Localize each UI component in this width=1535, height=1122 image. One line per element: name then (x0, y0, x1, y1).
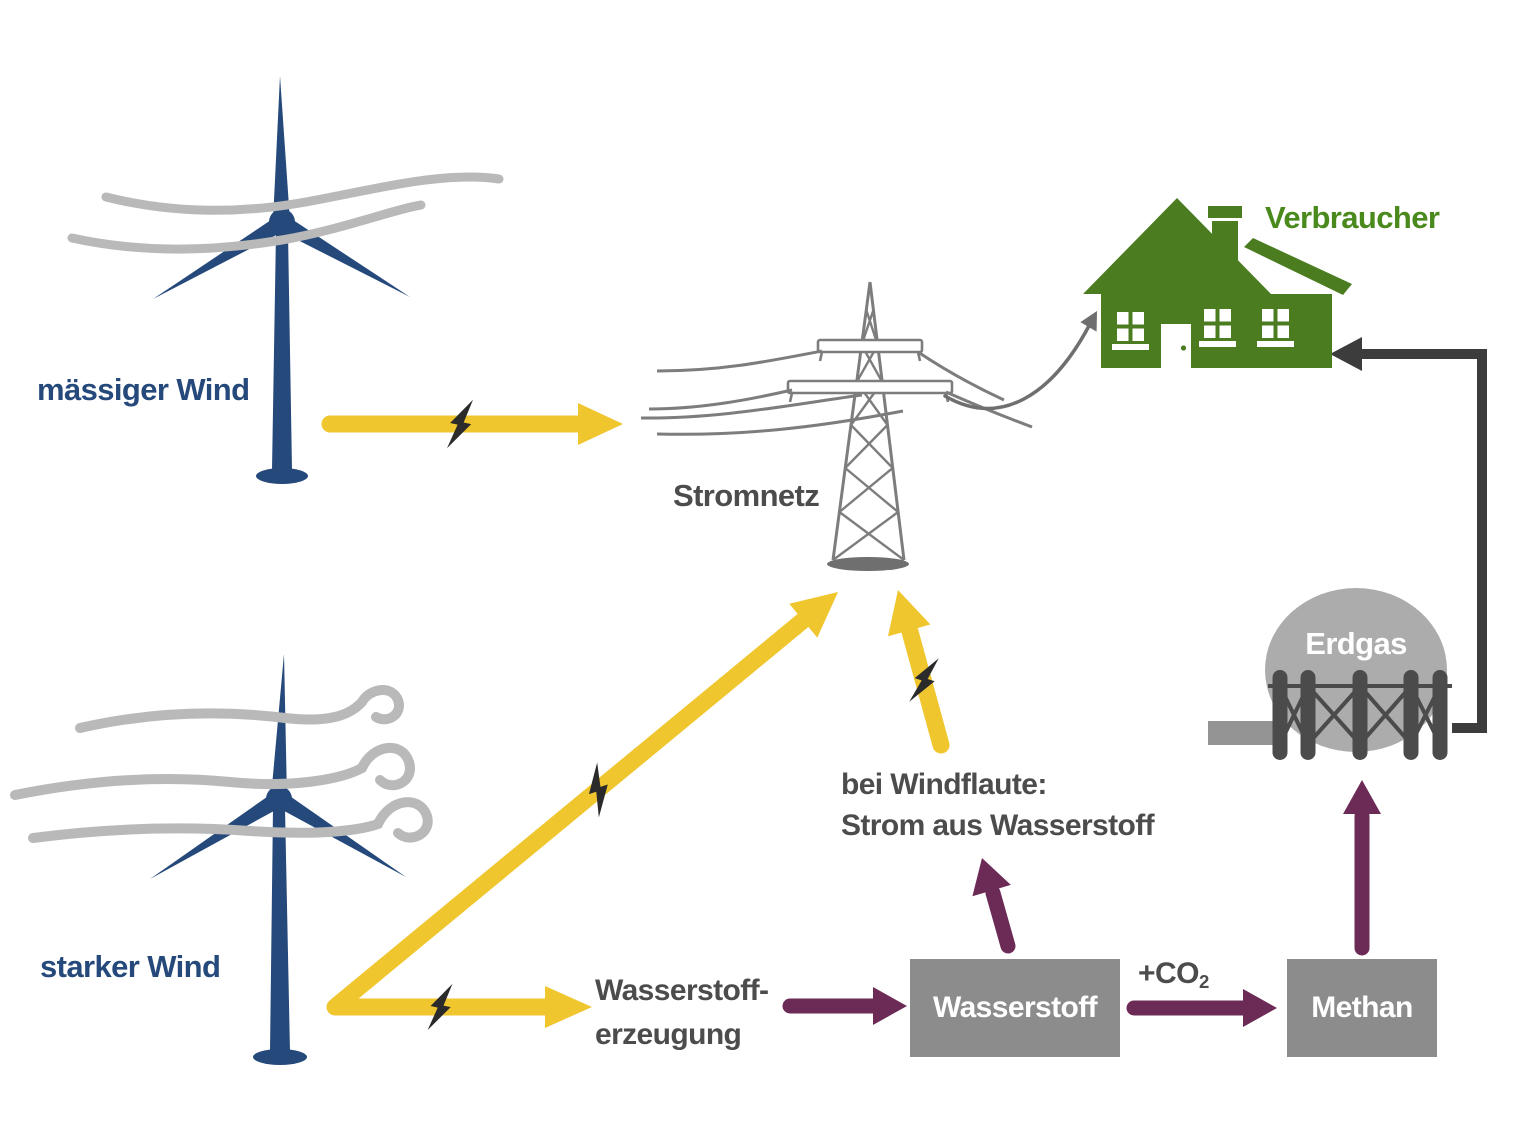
moderate-wind-to-grid-arrow (321, 403, 623, 445)
co2-subscript: 2 (1199, 971, 1209, 993)
power-pylon-icon (786, 281, 954, 571)
wind-streaks-icon (10, 685, 433, 843)
strong-wind-to-grid-arrow (326, 592, 838, 1028)
wind-lull-line1: bei Windflaute: (841, 768, 1047, 801)
lightning-bolt-icon (588, 762, 608, 818)
gas-to-house-arrow (1330, 337, 1487, 733)
h2-production-line2: erzeugung (595, 1018, 742, 1051)
grid-to-house-arrow (943, 311, 1097, 411)
strong-wind-label: starker Wind (40, 949, 221, 984)
methane-to-tank-arrow (1343, 780, 1381, 956)
consumer-label: Verbraucher (1265, 200, 1440, 235)
moderate-wind-label: mässiger Wind (37, 372, 250, 407)
co2-label: +CO2 (1138, 957, 1209, 993)
wind-lull-label: bei Windflaute: Strom aus Wasserstoff (841, 764, 1155, 846)
power-lines-icon (640, 349, 1033, 436)
lightning-bolt-icon (427, 983, 453, 1031)
wind-streaks-icon (67, 172, 504, 254)
grid-label: Stromnetz (673, 478, 820, 513)
house-door (1161, 324, 1191, 368)
methane-box: Methan (1287, 959, 1437, 1057)
hydrogen-box-label: Wasserstoff (933, 991, 1098, 1024)
co2-main-text: +CO (1138, 957, 1200, 990)
hydrogen-box: Wasserstoff (910, 959, 1120, 1057)
gas-storage-label: Erdgas (1305, 626, 1407, 661)
hydrogen-to-methane-arrow (1126, 989, 1277, 1027)
hydrogen-to-power-arrow (972, 858, 1016, 954)
lightning-bolt-icon (909, 658, 939, 702)
wind-lull-line2: Strom aus Wasserstoff (841, 809, 1155, 842)
methane-box-label: Methan (1311, 991, 1413, 1024)
production-to-hydrogen-arrow (782, 987, 907, 1025)
h2-production-line1: Wasserstoff- (595, 974, 769, 1007)
h2-production-label: Wasserstoff- erzeugung (595, 969, 769, 1057)
lightning-bolt-icon (446, 399, 474, 449)
gas-tank-icon (1208, 588, 1452, 760)
house-windows (1112, 309, 1294, 350)
house-icon (1083, 198, 1352, 368)
